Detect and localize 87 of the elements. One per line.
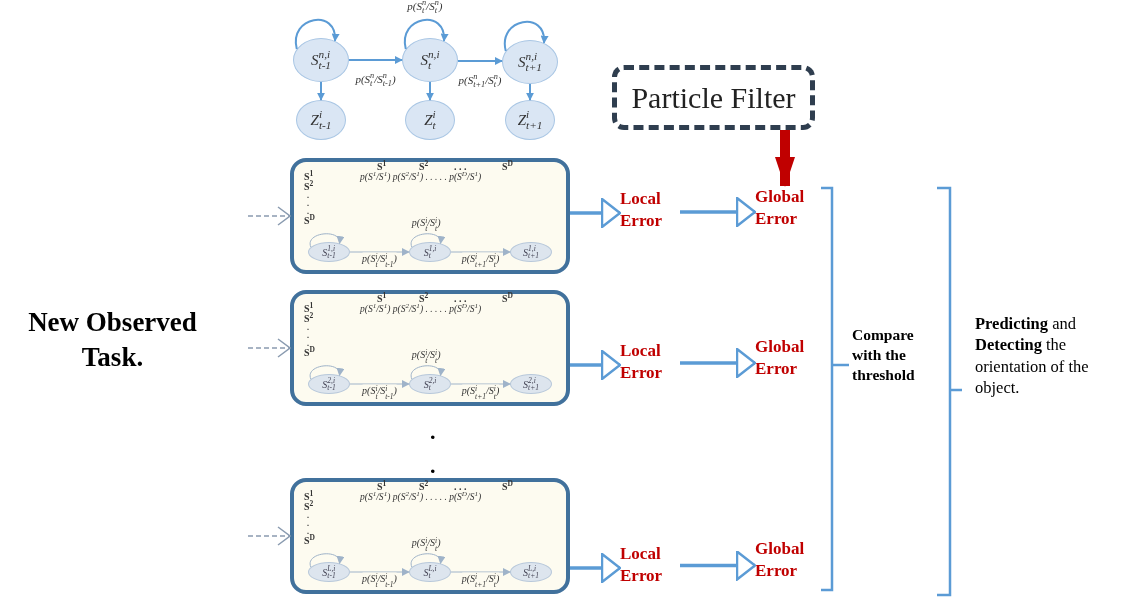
ellipsis-dot: .	[430, 452, 437, 480]
row-label: S$^{D}$	[304, 216, 315, 226]
dashed-arrow	[247, 206, 291, 226]
row-label: S$^{2}$	[304, 502, 314, 512]
row-label: S$^{2}$	[304, 314, 314, 324]
arrow	[348, 56, 403, 64]
self-loop-arrow	[309, 233, 343, 248]
column-label: S$^{D}$	[502, 294, 513, 304]
dashed-box: Particle Filter	[612, 65, 815, 130]
row-label: S$^{D}$	[304, 536, 315, 546]
arrow	[450, 568, 511, 576]
ellipsis: .	[307, 324, 309, 332]
edge-label: p(S$^{i}$$_{t}$/S$^{i}$$_{t}$)	[411, 216, 441, 232]
row-label: S$^{2}$	[304, 182, 314, 192]
self-loop-arrow	[410, 553, 444, 568]
column-label: S$^{1}$	[377, 482, 387, 492]
matrix-entry: p(S$^{1}$/S$^{1}$) p(S$^{2}$/S$^{1}$) . . . . . p(S$^{D}$/S$^{1}$)	[360, 173, 482, 183]
block-arrow	[680, 347, 757, 379]
arrow	[349, 380, 410, 388]
edge-label: p(S$^{i}$$_{t}$/S$^{i}$$_{t}$)	[411, 536, 441, 552]
ellipsis-dot: .	[430, 418, 437, 446]
task-heading: New Observed Task.	[27, 306, 198, 375]
model-panel	[290, 158, 570, 274]
row-label: S$^{D}$	[304, 348, 315, 358]
arrow	[349, 248, 410, 256]
edge-label: p(S$^{n}$$_{t}$/S$^{n}$$_{t}$)	[407, 0, 443, 16]
block-arrow	[680, 550, 757, 581]
model-panel	[290, 478, 570, 594]
block-arrow	[570, 197, 622, 229]
ellipsis: . . .	[454, 294, 467, 304]
block-arrow	[680, 196, 757, 228]
ellipsis: .	[307, 200, 309, 208]
edge-label: p(S$^{i}$$_{t+1}$/S$^{i}$$_{t}$)	[461, 572, 500, 588]
arrow	[450, 380, 511, 388]
thick-arrow	[775, 130, 795, 187]
self-loop-arrow	[410, 365, 444, 380]
column-label: S$^{D}$	[502, 482, 513, 492]
dashed-arrow	[247, 338, 291, 358]
error-label: Local Error	[620, 188, 680, 238]
ellipsis: .	[307, 192, 309, 200]
error-label: Global Error	[755, 336, 821, 386]
ellipsis: . . .	[454, 482, 467, 492]
ellipsis: . . .	[454, 162, 467, 172]
model-panel	[290, 290, 570, 406]
ellipsis: .	[307, 512, 309, 520]
self-loop-arrow	[410, 233, 444, 248]
column-label: S$^{2}$	[419, 294, 429, 304]
arrow	[450, 248, 511, 256]
self-loop-arrow	[309, 553, 343, 568]
block-arrow	[570, 552, 622, 584]
edge-label: p(S$^{i}$$_{t}$/S$^{i}$$_{t-1}$)	[362, 252, 397, 268]
edge-label: p(S$^{i}$$_{t+1}$/S$^{i}$$_{t}$)	[461, 384, 500, 400]
error-label: Local Error	[620, 340, 680, 390]
matrix-entry: p(S$^{1}$/S$^{1}$) p(S$^{2}$/S$^{1}$) . . . . . p(S$^{D}$/S$^{1}$)	[360, 493, 482, 503]
ellipsis: .	[307, 332, 309, 340]
column-label: S$^{2}$	[419, 482, 429, 492]
arrow	[426, 81, 434, 101]
arrow	[526, 83, 534, 101]
self-loop-arrow	[403, 18, 448, 50]
matrix-entry: p(S$^{1}$/S$^{1}$) p(S$^{2}$/S$^{1}$) . . . . . p(S$^{D}$/S$^{1}$)	[360, 305, 482, 315]
arrow	[457, 57, 503, 65]
column-label: S$^{2}$	[419, 162, 429, 172]
self-loop-arrow	[294, 18, 339, 50]
edge-label: p(S$^{n}$$_{t}$/S$^{n}$$_{t-1}$)	[355, 71, 396, 89]
arrow	[317, 81, 325, 101]
ellipsis: .	[307, 528, 309, 536]
self-loop-arrow	[309, 365, 343, 380]
edge-label: p(S$^{i}$$_{t}$/S$^{i}$$_{t}$)	[411, 348, 441, 364]
result-text: Predicting and Detecting the orientation of the object.	[975, 313, 1090, 399]
error-label: Global Error	[755, 538, 821, 588]
ellipsis: .	[307, 340, 309, 348]
edge-label: p(S$^{n}$$_{t+1}$/S$^{n}$$_{t}$)	[458, 72, 502, 90]
block-arrow	[570, 349, 622, 381]
step-text: Compare with the threshold	[852, 325, 916, 386]
ellipsis: .	[307, 520, 309, 528]
edge-label: p(S$^{i}$$_{t}$/S$^{i}$$_{t-1}$)	[362, 572, 397, 588]
column-label: S$^{1}$	[377, 162, 387, 172]
ellipsis: .	[307, 208, 309, 216]
column-label: S$^{D}$	[502, 162, 513, 172]
edge-label: p(S$^{i}$$_{t+1}$/S$^{i}$$_{t}$)	[461, 252, 500, 268]
column-label: S$^{1}$	[377, 294, 387, 304]
self-loop-arrow	[503, 20, 548, 52]
dashed-arrow	[247, 526, 291, 546]
arrow	[349, 568, 410, 576]
error-label: Global Error	[755, 186, 821, 236]
edge-label: p(S$^{i}$$_{t}$/S$^{i}$$_{t-1}$)	[362, 384, 397, 400]
error-label: Local Error	[620, 543, 680, 593]
